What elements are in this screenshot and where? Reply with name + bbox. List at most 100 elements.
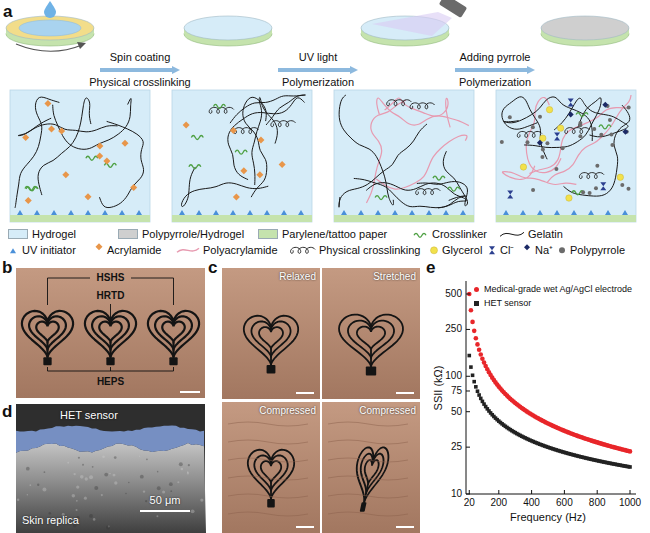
crosslinker bbox=[104, 163, 116, 167]
polypyrrole bbox=[620, 183, 624, 187]
uv-initiator bbox=[102, 210, 108, 215]
electrode-pad bbox=[106, 357, 114, 365]
surface-texture bbox=[44, 471, 46, 473]
uv-initiator bbox=[230, 210, 236, 215]
substrate-layer bbox=[10, 215, 150, 222]
hydrogel-layer bbox=[10, 90, 150, 222]
skin-photo bbox=[16, 268, 205, 398]
electrode-pad bbox=[169, 357, 177, 365]
hydrogel-layer bbox=[496, 90, 636, 222]
electrode-lead bbox=[270, 349, 272, 365]
tick-label: 1000 bbox=[619, 497, 641, 509]
legend-swatch bbox=[118, 229, 138, 239]
electrode-lead bbox=[109, 342, 111, 357]
scale-bar bbox=[140, 510, 190, 512]
panel-letter: d bbox=[2, 402, 12, 422]
crosslinker bbox=[213, 104, 225, 108]
uv-initiator bbox=[392, 210, 398, 215]
legend-label: Polypyrrole bbox=[570, 244, 625, 257]
part-label: HSHS bbox=[97, 272, 125, 284]
data-point bbox=[478, 352, 483, 357]
uv-initiator bbox=[298, 210, 304, 215]
data-point bbox=[476, 389, 480, 393]
acrylamide bbox=[279, 161, 286, 168]
acrylamide bbox=[58, 128, 65, 135]
uv-initiator bbox=[281, 210, 287, 215]
skin-replica-surface bbox=[16, 443, 206, 533]
spin-disc bbox=[6, 16, 94, 46]
tick-label: 50 bbox=[451, 406, 462, 418]
surface-texture bbox=[104, 473, 108, 477]
panel-letter: a bbox=[3, 2, 12, 22]
surface-texture bbox=[106, 526, 110, 530]
polyacrylamide-chain bbox=[376, 135, 467, 189]
physical-crosslink bbox=[410, 103, 435, 109]
sodium-ion bbox=[568, 111, 574, 117]
acrylamide bbox=[121, 140, 128, 147]
panel-a-art bbox=[6, 0, 636, 222]
physical-crosslink bbox=[579, 173, 604, 179]
polypyrrole bbox=[578, 134, 582, 138]
chloride-ion bbox=[568, 99, 574, 107]
surface-texture bbox=[179, 462, 183, 466]
disc-top bbox=[541, 16, 629, 40]
acrylamide bbox=[233, 193, 240, 200]
surface-texture bbox=[187, 471, 189, 473]
surface-texture bbox=[102, 455, 105, 458]
data-point bbox=[472, 380, 476, 384]
y-axis bbox=[466, 281, 467, 494]
surface-texture bbox=[113, 474, 116, 477]
substrate-layer bbox=[496, 215, 636, 222]
surface-texture bbox=[145, 500, 147, 502]
sodium-ion bbox=[537, 140, 543, 146]
physical-crosslink bbox=[565, 128, 590, 134]
data-point bbox=[469, 308, 474, 313]
data-point bbox=[472, 329, 477, 334]
physical-crosslink bbox=[517, 131, 542, 137]
gelatin-chain bbox=[181, 167, 268, 207]
uv-beam bbox=[372, 12, 452, 36]
skin-wrinkle bbox=[328, 458, 408, 462]
legend-label: Parylene/tattoo paper bbox=[282, 228, 387, 241]
acrylamide bbox=[44, 100, 51, 107]
surface-texture bbox=[177, 481, 179, 483]
step-label: Physical crosslinking bbox=[89, 76, 190, 89]
skin-wrinkle bbox=[328, 476, 408, 480]
polypyrrole bbox=[610, 143, 614, 147]
polypyrrole bbox=[588, 191, 592, 195]
acrylamide bbox=[183, 122, 190, 129]
polypyrrole bbox=[541, 148, 545, 152]
surface-texture bbox=[80, 475, 84, 479]
uv-initiator bbox=[443, 210, 449, 215]
surface-texture bbox=[169, 482, 173, 486]
skin-wrinkle bbox=[328, 422, 408, 426]
polypyrrole bbox=[525, 140, 529, 144]
leader-line bbox=[48, 278, 91, 305]
gelatin-chain bbox=[339, 95, 393, 205]
gelatin-chain bbox=[18, 118, 117, 135]
tick-label: 600 bbox=[556, 497, 573, 509]
het-sensor-layer bbox=[16, 425, 204, 452]
tattoo-electrode-trace bbox=[162, 322, 185, 342]
legend-physical-crosslink bbox=[291, 247, 316, 253]
panel-e-chart bbox=[466, 281, 636, 494]
tattoo-electrode-trace bbox=[357, 327, 385, 350]
skin-photo bbox=[222, 402, 320, 533]
rotation-arrowhead bbox=[77, 42, 86, 49]
acrylamide bbox=[62, 171, 69, 178]
surface-texture bbox=[157, 471, 159, 473]
uv-initiator bbox=[85, 210, 91, 215]
skin-wrinkle bbox=[228, 440, 308, 444]
legend-crosslinker bbox=[414, 233, 426, 237]
disc-hydrogel bbox=[19, 20, 81, 36]
hydrogel-schematic bbox=[496, 90, 636, 222]
crosslinker bbox=[448, 187, 460, 191]
data-point bbox=[477, 347, 482, 352]
surface-texture bbox=[146, 458, 148, 460]
surface-texture bbox=[89, 475, 93, 479]
crosslinker bbox=[189, 165, 201, 169]
legend-label: Acrylamide bbox=[107, 244, 161, 257]
crosslinker bbox=[86, 156, 98, 160]
polypyrrole bbox=[500, 140, 504, 144]
polypyrrole bbox=[554, 167, 558, 171]
